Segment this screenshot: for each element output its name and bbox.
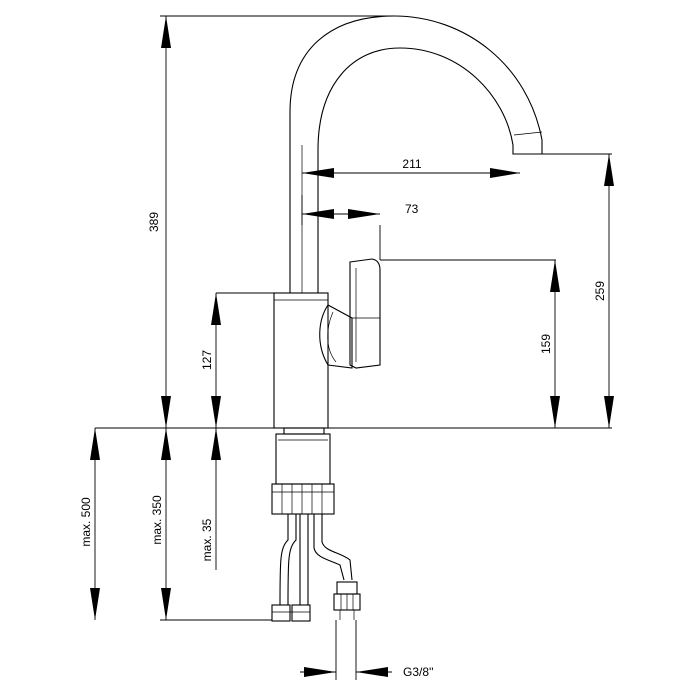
label-max-35: max. 35: [200, 518, 214, 561]
fitting-right: [336, 581, 358, 595]
label-max-500: max. 500: [79, 497, 93, 547]
lever-handle: [349, 258, 381, 369]
dimension-max-350: max. 350: [150, 428, 171, 620]
fitting-middle: [291, 604, 311, 622]
handle-joint: [319, 304, 353, 369]
dimension-389: 389: [147, 16, 171, 428]
label-211: 211: [402, 157, 421, 171]
hose-left: [279, 514, 297, 606]
dimension-thread: G3/8'': [300, 665, 434, 679]
label-127: 127: [200, 350, 214, 370]
spout-inner-curve: [317, 47, 514, 293]
shank: [275, 433, 331, 485]
label-thread: G3/8'': [403, 665, 434, 679]
faucet-outline: [271, 15, 543, 622]
dimension-73: 73: [302, 202, 419, 219]
fitting-left: [271, 604, 291, 622]
dimension-127: 127: [200, 293, 221, 428]
hose-right: [313, 514, 353, 581]
label-73: 73: [405, 202, 419, 216]
faucet-body: [273, 292, 329, 429]
label-259: 259: [593, 281, 607, 301]
dimension-max-500: max. 500: [79, 428, 100, 620]
mounting-nut: [271, 483, 335, 515]
spout-outer-curve: [289, 15, 543, 293]
dimension-211: 211: [302, 157, 520, 178]
label-389: 389: [147, 212, 161, 232]
extension-lines: [95, 15, 612, 680]
base-ring: [283, 427, 325, 435]
dimension-259: 259: [593, 154, 614, 428]
dimension-max-35: max. 35: [200, 428, 221, 570]
label-159: 159: [539, 334, 553, 354]
label-max-350: max. 350: [150, 495, 164, 545]
hose-middle: [299, 514, 309, 605]
dimension-159: 159: [539, 260, 560, 428]
spout-tip: [512, 140, 543, 155]
